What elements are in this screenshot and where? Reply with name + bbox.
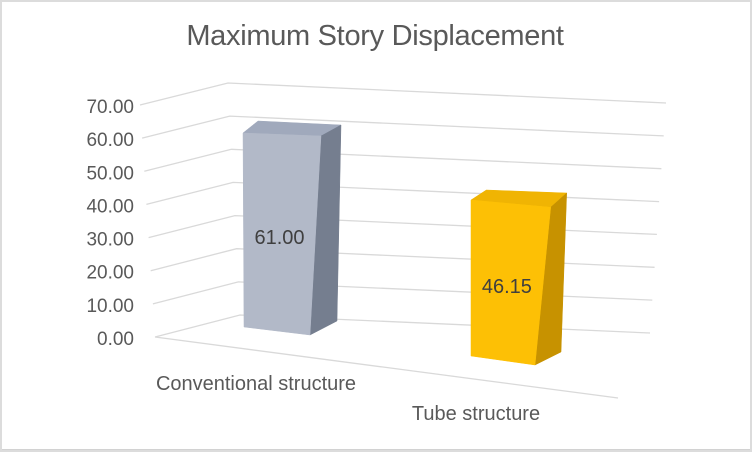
gridline — [154, 314, 651, 338]
bar-front-face — [470, 199, 551, 366]
category-axis-line — [154, 336, 619, 399]
gridline — [146, 181, 660, 206]
gridline — [148, 214, 657, 239]
y-axis-tick-label: 20.00 — [86, 263, 134, 284]
y-axis-tick-label: 50.00 — [86, 163, 134, 184]
bar-data-label: 46.15 — [482, 276, 532, 298]
bar-series-point: 61.00 — [242, 120, 342, 336]
y-axis-tick-label: 30.00 — [86, 230, 134, 251]
y-axis-tick-label: 10.00 — [86, 296, 134, 317]
bars: 61.00 46.15 — [242, 120, 568, 366]
category-label: Conventional structure — [156, 373, 356, 395]
gridline — [139, 82, 667, 106]
y-axis-tick-label: 60.00 — [86, 130, 134, 151]
bar-data-label: 61.00 — [254, 227, 304, 249]
gridline — [150, 248, 655, 272]
y-axis-tick-label: 0.00 — [97, 329, 134, 350]
bar-front-face — [242, 132, 322, 336]
gridline — [144, 148, 662, 172]
gridline — [141, 115, 664, 139]
y-axis-tick-labels: 70.00 60.00 50.00 40.00 30.00 20.00 10.00 0.00 — [86, 97, 134, 350]
floor — [154, 336, 619, 399]
category-label: Tube structure — [412, 403, 540, 425]
y-axis-tick-label: 70.00 — [86, 97, 134, 118]
y-axis-tick-label: 40.00 — [86, 196, 134, 217]
bar-series-point: 46.15 — [470, 189, 568, 366]
gridline — [152, 281, 653, 305]
gridlines — [139, 82, 667, 338]
chart-title: Maximum Story Displacement — [186, 20, 564, 52]
